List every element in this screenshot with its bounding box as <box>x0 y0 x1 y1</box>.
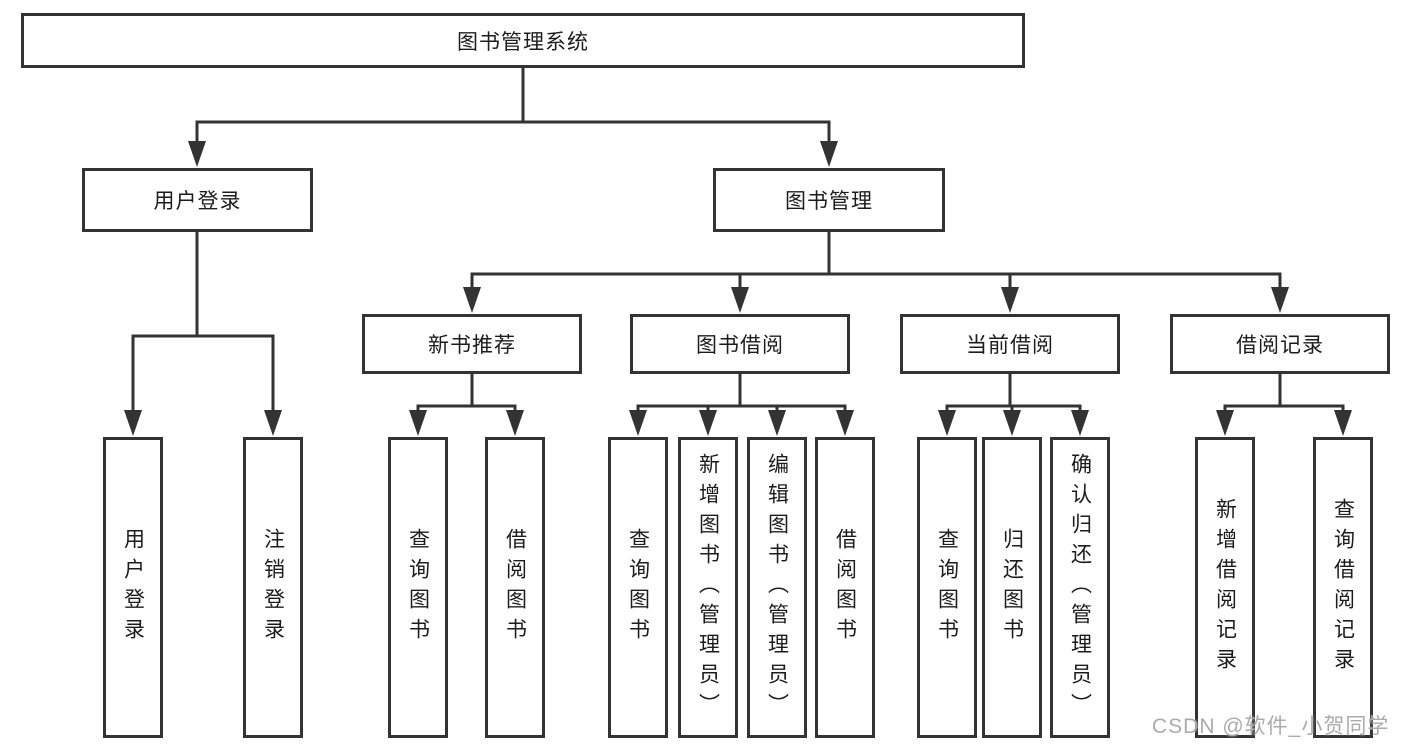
node-label: 用户登录 <box>121 527 145 648</box>
node-label: 图书管理 <box>785 190 873 213</box>
node-label: 注销登录 <box>261 527 285 648</box>
node-label: 新书推荐 <box>428 334 516 357</box>
node-label: 图书借阅 <box>696 334 784 357</box>
node-root: 图书管理系统 <box>21 13 1025 68</box>
leaf-edit-book-admin: 编辑图书（管理员） <box>747 437 807 738</box>
node-new-book-recommend: 新书推荐 <box>362 314 582 374</box>
leaf-add-borrow-record: 新增借阅记录 <box>1195 437 1255 738</box>
node-label: 查询图书 <box>935 527 959 648</box>
node-label: 查询借阅记录 <box>1331 497 1355 678</box>
leaf-return-books: 归还图书 <box>982 437 1042 738</box>
watermark: CSDN @软件_小贺同学 <box>1152 715 1390 738</box>
node-label: 当前借阅 <box>966 334 1054 357</box>
node-label: 新增借阅记录 <box>1213 497 1237 678</box>
leaf-borrow-books-recommend: 借阅图书 <box>485 437 545 738</box>
node-book-borrowing: 图书借阅 <box>630 314 850 374</box>
leaf-borrow-books-borrowing: 借阅图书 <box>815 437 875 738</box>
leaf-logout: 注销登录 <box>243 437 303 738</box>
node-label: 确认归还（管理员） <box>1068 452 1092 723</box>
node-current-borrowing: 当前借阅 <box>900 314 1120 374</box>
node-book-management: 图书管理 <box>713 168 945 232</box>
leaf-confirm-return-admin: 确认归还（管理员） <box>1050 437 1110 738</box>
node-label: 编辑图书（管理员） <box>765 452 789 723</box>
node-label: 借阅图书 <box>503 527 527 648</box>
leaf-query-books-borrowing: 查询图书 <box>608 437 668 738</box>
leaf-query-books-current: 查询图书 <box>917 437 977 738</box>
node-user-login: 用户登录 <box>82 168 313 232</box>
leaf-query-books-recommend: 查询图书 <box>388 437 448 738</box>
leaf-add-book-admin: 新增图书（管理员） <box>678 437 738 738</box>
node-borrowing-records: 借阅记录 <box>1170 314 1390 374</box>
node-label: 图书管理系统 <box>457 30 589 54</box>
node-label: 查询图书 <box>626 527 650 648</box>
node-label: 查询图书 <box>406 527 430 648</box>
node-label: 借阅图书 <box>833 527 857 648</box>
node-label: 归还图书 <box>1000 527 1024 648</box>
node-label: 借阅记录 <box>1236 334 1324 357</box>
node-label: 用户登录 <box>153 190 242 213</box>
leaf-user-login: 用户登录 <box>103 437 163 738</box>
leaf-query-borrow-record: 查询借阅记录 <box>1313 437 1373 738</box>
node-label: 新增图书（管理员） <box>696 452 720 723</box>
